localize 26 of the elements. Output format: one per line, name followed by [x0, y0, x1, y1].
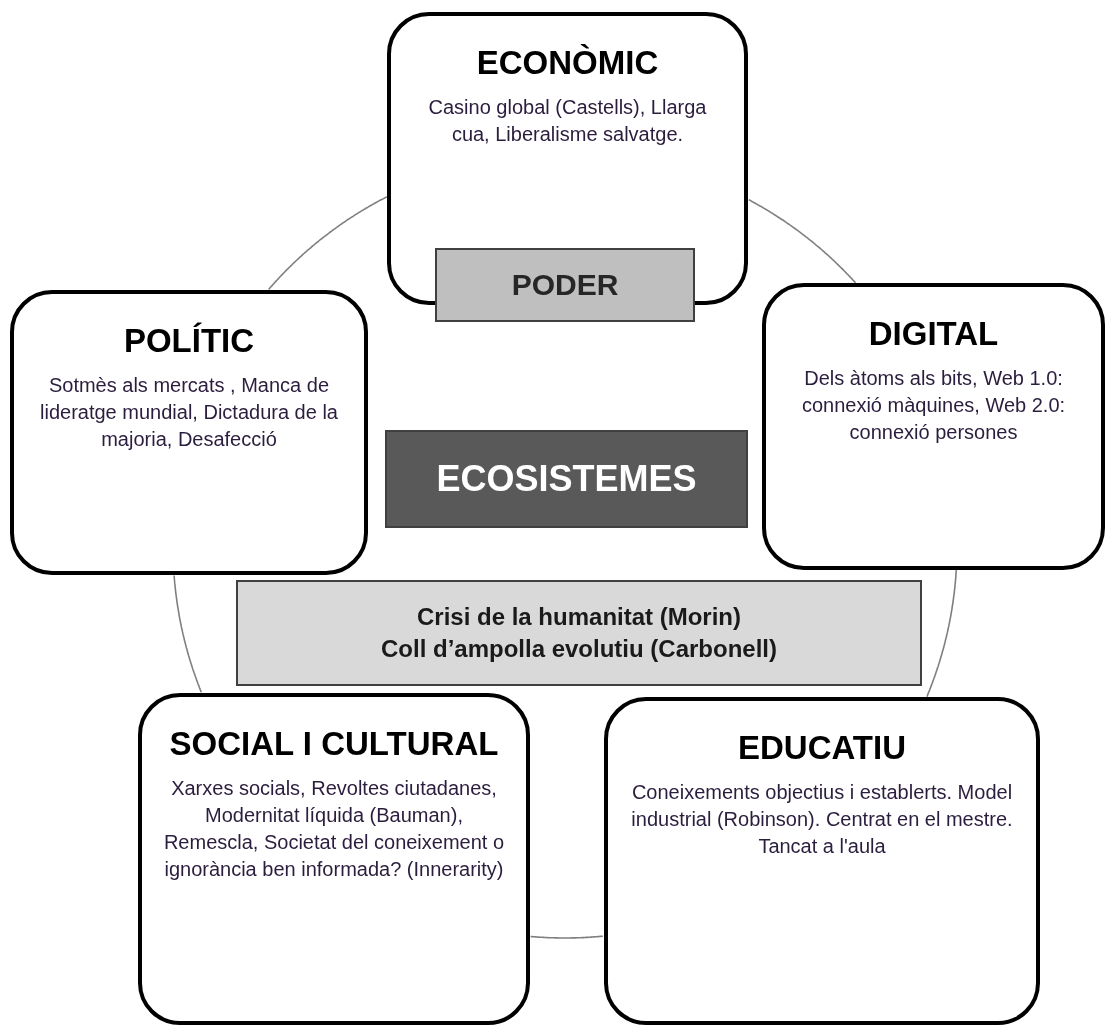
rounded-box — [604, 697, 1040, 1025]
box-heading: Crisi de la humanitat (Morin) — [417, 603, 741, 631]
connector-arc — [173, 574, 203, 693]
connector-arc — [529, 935, 604, 939]
box-heading: POLÍTIC — [123, 322, 255, 360]
rounded-box — [138, 693, 530, 1025]
box-heading: SOCIAL I CULTURAL — [169, 725, 499, 763]
center-box — [385, 430, 748, 528]
box-text: Casino global (Castells), Llarga cua, Liberalisme salvatge. — [427, 94, 708, 147]
box-heading: ECONÒMIC — [476, 44, 659, 82]
rounded-box — [10, 290, 368, 575]
box-text: Coneixements objectius i establerts. Model industrial (Robinson). Centrat en el mestre. Tancat a l'aula — [630, 779, 1014, 859]
box-heading: EDUCATIU — [737, 729, 906, 767]
box-text: Dels àtoms als bits, Web 1.0: connexió màquines, Web 2.0: connexió persones — [800, 365, 1067, 445]
box-text: Xarxes socials, Revoltes ciutadanes, Modernitat líquida (Bauman), Remescla, Societat del coneixement o ignorància ben informada? (Innerarity) — [162, 775, 506, 882]
box-heading: DIGITAL — [868, 315, 999, 353]
connector-arc — [267, 196, 388, 291]
box-heading: PODER — [511, 267, 619, 303]
connector-arc — [748, 199, 857, 284]
box-text: Sotmès als mercats , Manca de lideratge mundial, Dictadura de la majoria, Desafecció — [39, 372, 339, 452]
label-box — [435, 248, 695, 322]
box-heading: ECOSISTEMES — [436, 458, 697, 500]
rounded-box — [762, 283, 1105, 570]
box-heading: Coll d’ampolla evolutiu (Carbonell) — [381, 635, 777, 663]
connector-arc — [926, 569, 958, 698]
banner-box — [236, 580, 922, 686]
